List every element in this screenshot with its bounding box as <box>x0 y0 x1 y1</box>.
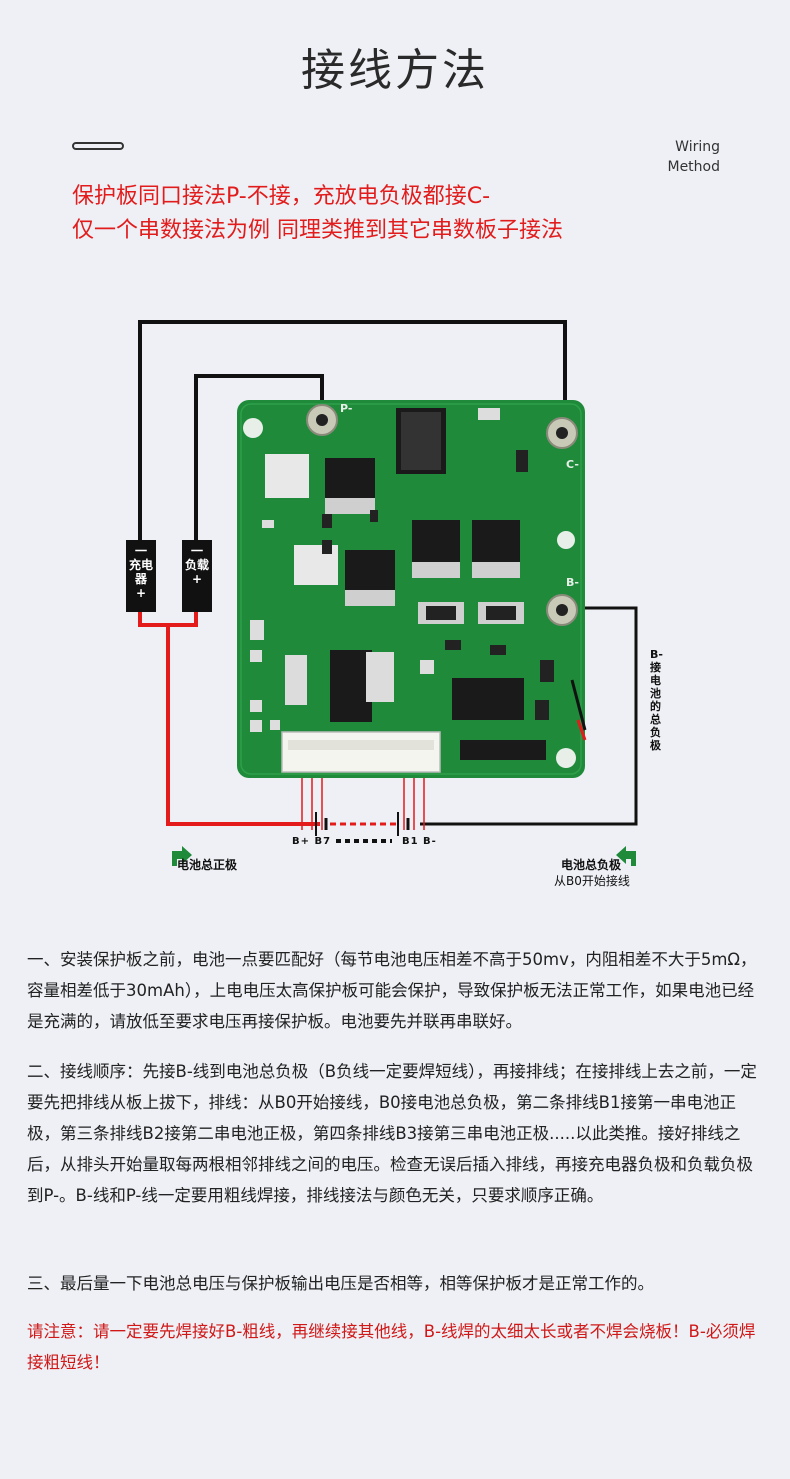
charger-tag-top: 一 <box>134 544 147 558</box>
battery-series <box>315 812 410 843</box>
instruction-paragraph-3: 三、最后量一下电池总电压与保护板输出电压是否相等，相等保护板才是正常工作的。 <box>27 1274 654 1293</box>
instruction-paragraph-1: 一、安装保护板之前，电池一点要匹配好（每节电池电压相差不高于50mv，内阻相差不… <box>27 950 757 1031</box>
c-minus-label: C- <box>566 458 579 471</box>
load-tag-label: 负载 <box>184 558 209 572</box>
notice-line-2: 仅一个串数接法为例 同理类推到其它串数板子接法 <box>72 218 563 243</box>
battery-positive-wire <box>166 625 320 826</box>
charger-tag: 一 充电器 + <box>126 540 156 612</box>
load-tag-top: 一 <box>190 544 203 558</box>
charger-tag-sign: + <box>135 586 147 600</box>
b-minus-wire <box>420 606 638 826</box>
title-decoration-bar <box>72 142 124 150</box>
notice-line-1: 保护板同口接法P-不接，充放电负极都接C- <box>72 184 491 209</box>
battery-positive-label: 电池总正极 <box>177 858 238 872</box>
b-minus-label: B- <box>566 576 579 589</box>
b-minus-side-note: B-接电池的总负极 <box>650 648 663 752</box>
side-label: Wiring Method <box>640 137 720 177</box>
load-tag: 一 负载 + <box>182 540 212 612</box>
wiring-diagram-graphic <box>138 320 638 866</box>
pins-right-label: B1 B- <box>402 836 437 847</box>
load-negative-wire <box>194 374 324 545</box>
wiring-diagram: 一 充电器 + 一 负载 + P- C- B- B-接电池的总负极 B+ B7 … <box>0 300 790 900</box>
negative-arrow-icon <box>616 846 636 866</box>
battery-negative-label: 电池总负极 <box>561 858 622 872</box>
side-label-line1: Wiring <box>675 139 720 155</box>
pins-left-label: B+ B7 <box>292 836 332 847</box>
positive-arrow-icon <box>172 846 192 866</box>
charger-negative-wire <box>138 320 567 545</box>
charger-tag-label: 充电器 <box>128 558 153 586</box>
battery-negative-sublabel: 从B0开始接线 <box>554 874 630 888</box>
load-tag-sign: + <box>191 572 203 586</box>
page-title: 接线方法 <box>301 45 489 96</box>
side-label-line2: Method <box>667 159 720 175</box>
instruction-paragraph-2: 二、接线顺序：先接B-线到电池总负极（B负线一定要焊短线），再接排线；在接排线上… <box>27 1062 757 1205</box>
balance-connector <box>281 731 441 773</box>
warning-paragraph: 请注意：请一定要先焊接好B-粗线，再继续接其他线，B-线焊的太细太长或者不焊会烧… <box>27 1322 756 1372</box>
p-minus-label: P- <box>340 402 353 415</box>
pcb-board <box>237 400 587 778</box>
